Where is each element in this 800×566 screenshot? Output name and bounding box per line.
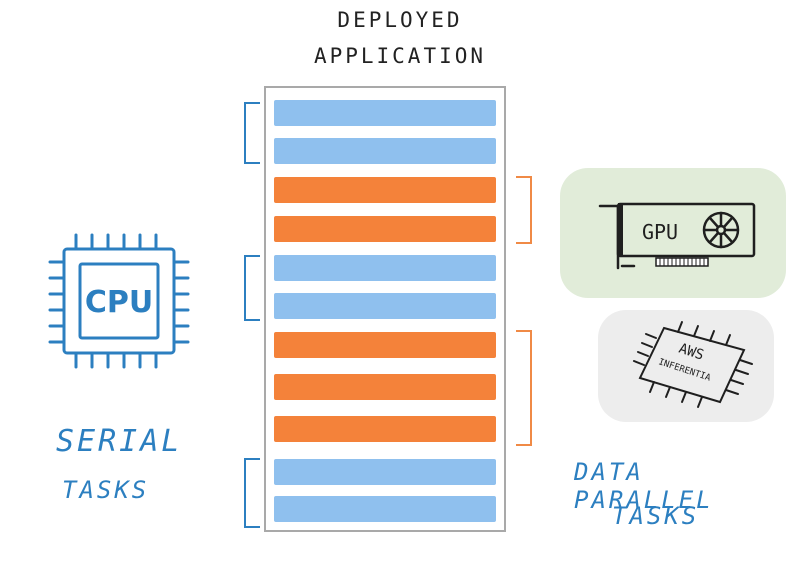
serial-bracket [244,458,260,528]
parallel-task-bar [274,374,496,400]
gpu-label: GPU [642,220,678,244]
parallel-bracket [516,176,532,244]
serial-task-bar [274,138,496,164]
serial-task-bar [274,459,496,485]
serial-label-line2: TASKS [62,476,150,504]
cpu-chip-icon: CPU [48,233,190,369]
parallel-task-bar [274,416,496,442]
cpu-label: CPU [85,285,153,320]
parallel-task-bar [274,177,496,203]
serial-task-bar [274,293,496,319]
serial-label-line1: SERIAL [56,424,183,459]
inferentia-highlight [598,310,774,422]
parallel-label-line1: DATA PARALLEL [574,458,714,514]
diagram-title-line2: APPLICATION [313,44,487,68]
diagram-title-line1: DEPLOYED [337,8,463,32]
parallel-task-bar [274,332,496,358]
gpu-card-icon: GPU [598,202,756,270]
serial-task-bar [274,255,496,281]
parallel-label-line2: TASKS [612,502,700,530]
parallel-task-bar [274,216,496,242]
gpu-highlight [560,168,786,298]
inferentia-label: INFERENTIA [657,357,712,383]
aws-label: AWS [677,341,706,364]
serial-bracket [244,102,260,164]
serial-task-bar [274,496,496,522]
parallel-bracket [516,330,532,446]
serial-bracket [244,255,260,321]
aws-inferentia-chip-icon: AWS INFERENTIA [633,321,753,408]
serial-task-bar [274,100,496,126]
